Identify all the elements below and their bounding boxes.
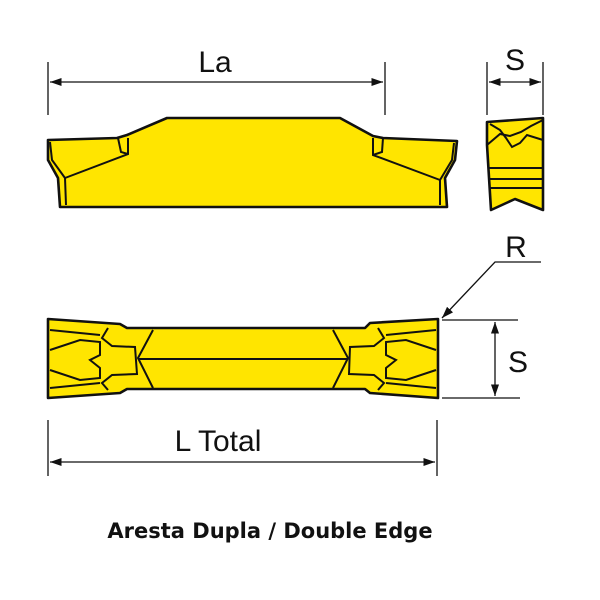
insert-plan-view xyxy=(46,317,440,400)
label-la: La xyxy=(198,46,232,79)
dimension-r: R xyxy=(441,231,541,319)
dimension-l-total: L Total xyxy=(47,420,438,476)
dimension-s-top: S xyxy=(486,44,544,115)
label-s-right: S xyxy=(508,346,528,379)
label-s-top: S xyxy=(505,44,525,77)
caption: Aresta Dupla / Double Edge xyxy=(107,519,432,543)
insert-side-view xyxy=(485,116,545,212)
label-l-total: L Total xyxy=(175,425,262,458)
label-r: R xyxy=(505,231,527,264)
dimension-s-right: S xyxy=(442,319,528,399)
dimension-la: La xyxy=(47,46,386,115)
insert-top-view xyxy=(46,116,459,209)
